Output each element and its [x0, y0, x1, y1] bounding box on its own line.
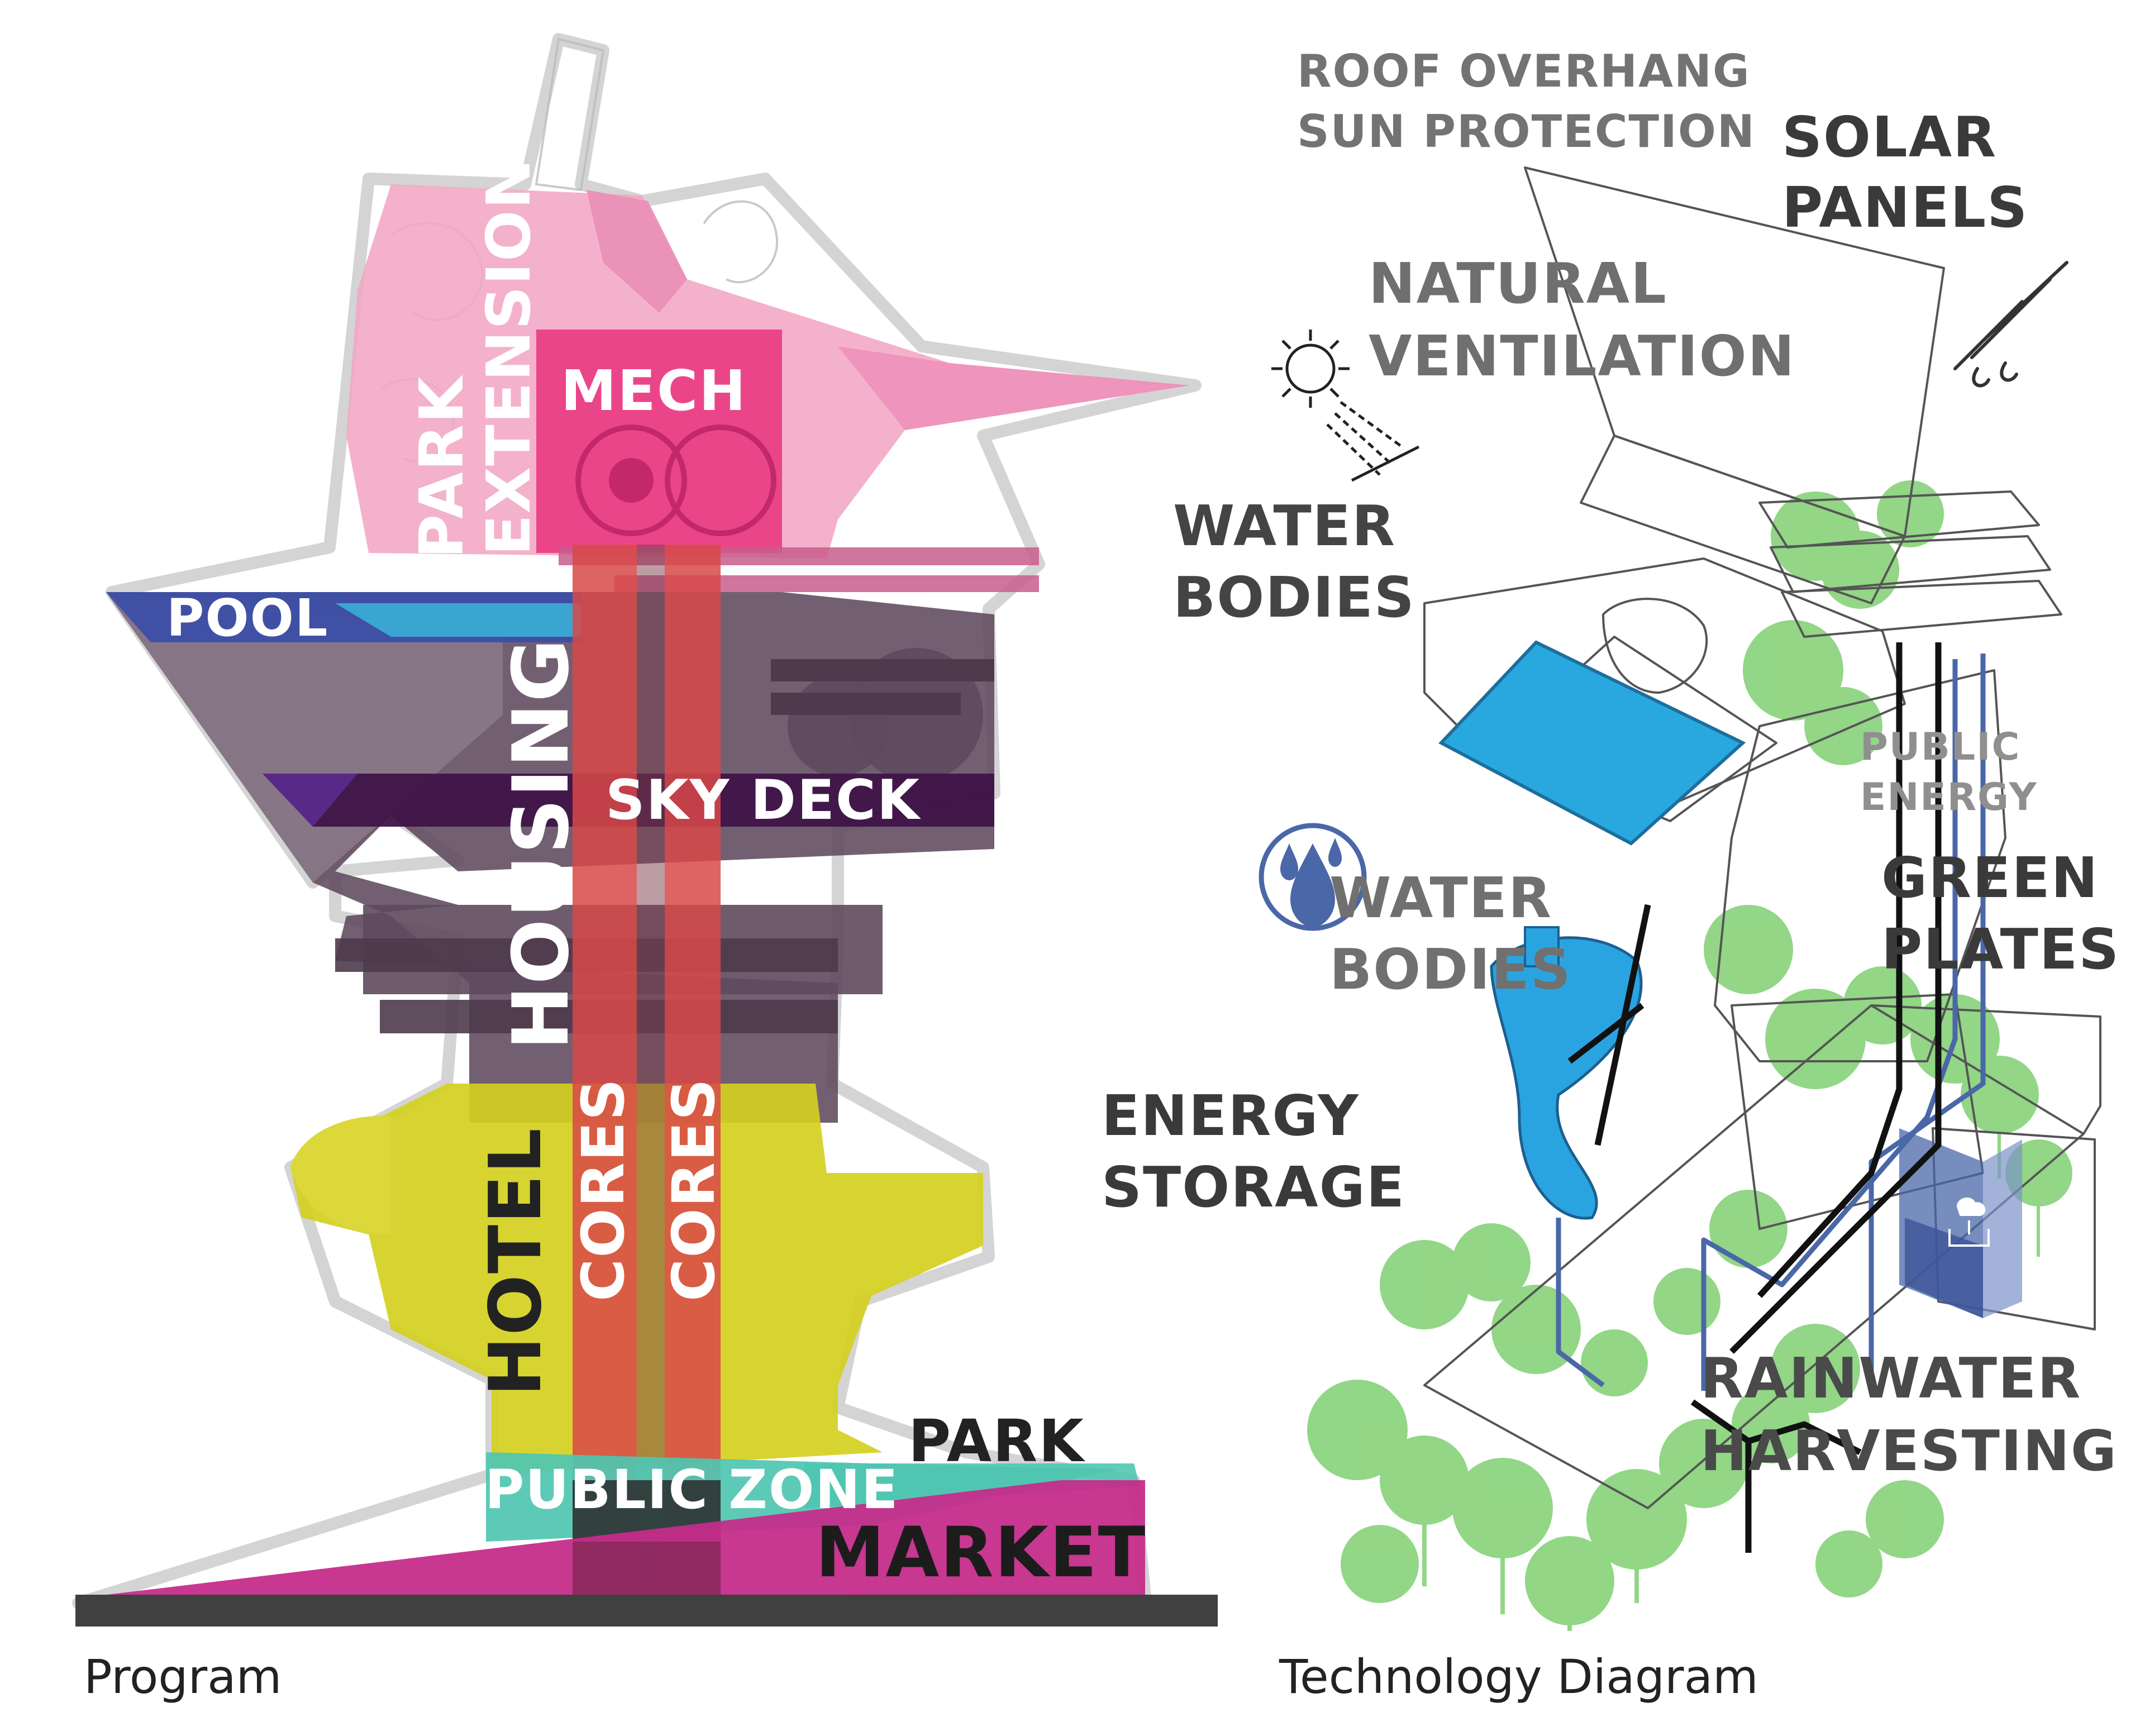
rainwater-tank	[1899, 1128, 2022, 1318]
label-public-zone: PUBLIC ZONE	[485, 1463, 899, 1516]
label-solar-panels-2: PANELS	[1782, 180, 2028, 236]
label-natural-ventilation-1: NATURAL	[1369, 256, 1667, 312]
label-public-energy-1: PUBLIC	[1860, 728, 2020, 766]
label-water-bodies-mid-1: WATER	[1329, 870, 1552, 926]
label-pool: POOL	[166, 593, 328, 644]
label-rainwater-2: HARVESTING	[1700, 1423, 2118, 1479]
label-roof-overhang-1: ROOF OVERHANG	[1297, 49, 1751, 94]
label-park-extension-2: EXTENSION	[479, 158, 540, 556]
label-roof-overhang-2: SUN PROTECTION	[1297, 109, 1756, 154]
water-body-top	[1441, 642, 1743, 843]
technology-caption: Technology Diagram	[1279, 1653, 1758, 1700]
label-rainwater-1: RAINWATER	[1700, 1351, 2081, 1406]
label-housing: HOUSING	[503, 638, 580, 1050]
label-water-bodies-top-1: WATER	[1173, 498, 1396, 554]
label-natural-ventilation-2: VENTILATION	[1369, 328, 1795, 384]
ground-slab	[75, 1595, 1218, 1627]
label-mech: MECH	[561, 363, 747, 419]
label-hotel: HOTEL	[480, 1127, 552, 1396]
program-caption: Program	[84, 1653, 282, 1700]
wind-icon	[1955, 263, 2067, 385]
label-energy-storage-1: ENERGY	[1102, 1088, 1360, 1144]
label-cores-1: CORES	[574, 1077, 632, 1301]
program-diagram: PARK EXTENSION MECH POOL HOUSING SKY DEC…	[0, 0, 1257, 1736]
label-water-bodies-mid-2: BODIES	[1329, 942, 1572, 998]
cores-zone	[573, 545, 721, 1600]
label-water-bodies-top-2: BODIES	[1173, 570, 1415, 626]
label-park-extension-1: PARK	[412, 375, 473, 559]
label-cores-2: CORES	[665, 1077, 723, 1301]
label-energy-storage-2: STORAGE	[1102, 1160, 1405, 1215]
label-green-plates-1: GREEN	[1881, 850, 2099, 906]
label-sky-deck: SKY DECK	[606, 773, 921, 828]
technology-diagram: ROOF OVERHANG SUN PROTECTION SOLAR PANEL…	[1257, 0, 2145, 1736]
label-solar-panels-1: SOLAR	[1782, 109, 1997, 165]
label-green-plates-2: PLATES	[1881, 922, 2120, 977]
label-park: PARK	[908, 1412, 1085, 1470]
label-public-energy-2: ENERGY	[1860, 779, 2038, 817]
label-market: MARKET	[816, 1518, 1146, 1587]
